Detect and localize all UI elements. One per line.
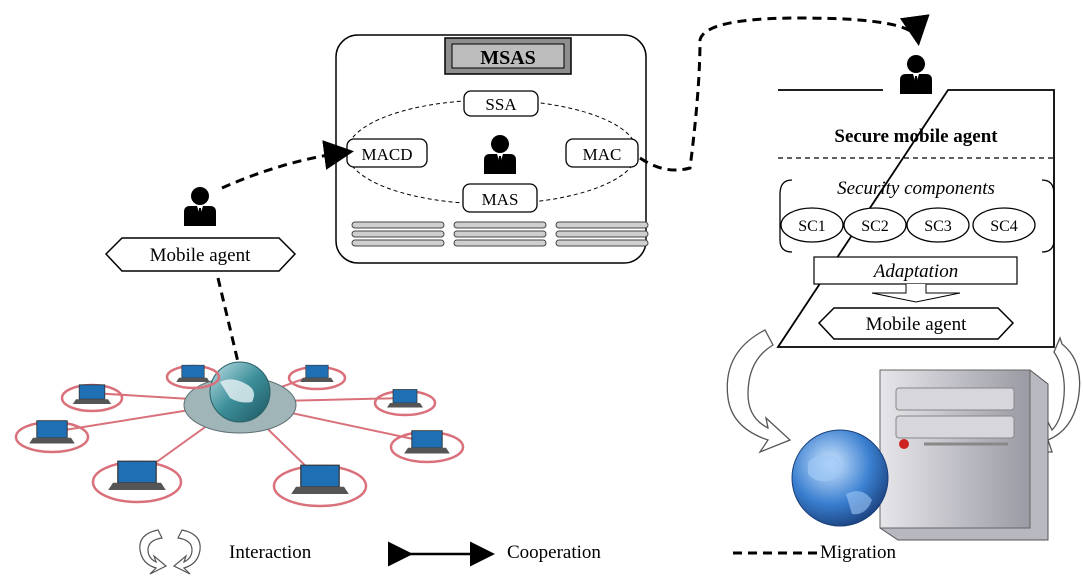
migration-path-to-secure-agent <box>639 14 930 172</box>
security-component-sc4: SC4 <box>972 207 1036 243</box>
network-node <box>272 464 368 508</box>
legend-interaction-label: Interaction <box>229 542 312 563</box>
adaptation-label: Adaptation <box>872 261 958 282</box>
interaction-legend-icon <box>139 529 201 575</box>
agent-macd-label: MACD <box>361 145 412 164</box>
left-agent-person-icon <box>184 187 216 226</box>
legend: Interaction Cooperation Migration <box>139 529 896 575</box>
output-mobile-agent-label: Mobile agent <box>866 314 968 335</box>
secure-agent-title: Secure mobile agent <box>834 126 998 147</box>
network-node <box>287 364 347 391</box>
agent-macd: MACD <box>346 138 428 168</box>
secure-agent-container: Secure mobile agent Security components … <box>776 55 1055 348</box>
network-node <box>389 430 465 464</box>
adaptation-arrow-icon <box>871 284 961 303</box>
msas-title: MSAS <box>480 47 536 69</box>
server-icon <box>879 369 1049 541</box>
database-stacks <box>351 221 649 247</box>
security-components-title: Security components <box>837 178 995 199</box>
network-node <box>373 389 437 417</box>
migration-path-to-network <box>216 277 240 363</box>
network-node <box>14 420 90 454</box>
security-component-sc2: SC2 <box>843 207 907 243</box>
agent-mas: MAS <box>462 183 538 213</box>
agent-mac-label: MAC <box>583 145 622 164</box>
security-component-label: SC3 <box>924 218 952 235</box>
migration-path-to-msas <box>221 140 354 190</box>
adaptation-box: Adaptation <box>813 256 1018 285</box>
msas-container: MSAS SSA MACD MAC MAS <box>335 34 649 264</box>
security-component-sc3: SC3 <box>906 207 970 243</box>
network-hub <box>14 361 465 508</box>
agent-ssa-label: SSA <box>485 95 517 114</box>
agent-ssa: SSA <box>463 90 539 117</box>
left-mobile-agent-label: Mobile agent <box>150 245 252 266</box>
agent-mas-label: MAS <box>482 190 519 209</box>
msas-title-box: MSAS <box>444 37 572 75</box>
globe-icon <box>791 429 889 527</box>
interaction-arrow-right-icon <box>1043 336 1081 453</box>
secure-agent-person-icon <box>900 55 932 94</box>
security-component-label: SC2 <box>861 218 889 235</box>
security-component-sc1: SC1 <box>780 207 844 243</box>
output-mobile-agent-tag: Mobile agent <box>817 307 1015 340</box>
security-component-label: SC1 <box>798 218 826 235</box>
legend-migration-label: Migration <box>820 542 896 563</box>
security-component-label: SC4 <box>990 218 1018 235</box>
network-node <box>91 460 183 504</box>
legend-cooperation-label: Cooperation <box>507 542 601 563</box>
network-node <box>165 364 221 390</box>
components-bracket <box>779 179 1055 253</box>
left-mobile-agent-tag: Mobile agent <box>104 237 297 272</box>
interaction-arrow-left-icon <box>726 329 792 454</box>
network-node <box>60 383 124 413</box>
agent-mac: MAC <box>565 138 639 168</box>
